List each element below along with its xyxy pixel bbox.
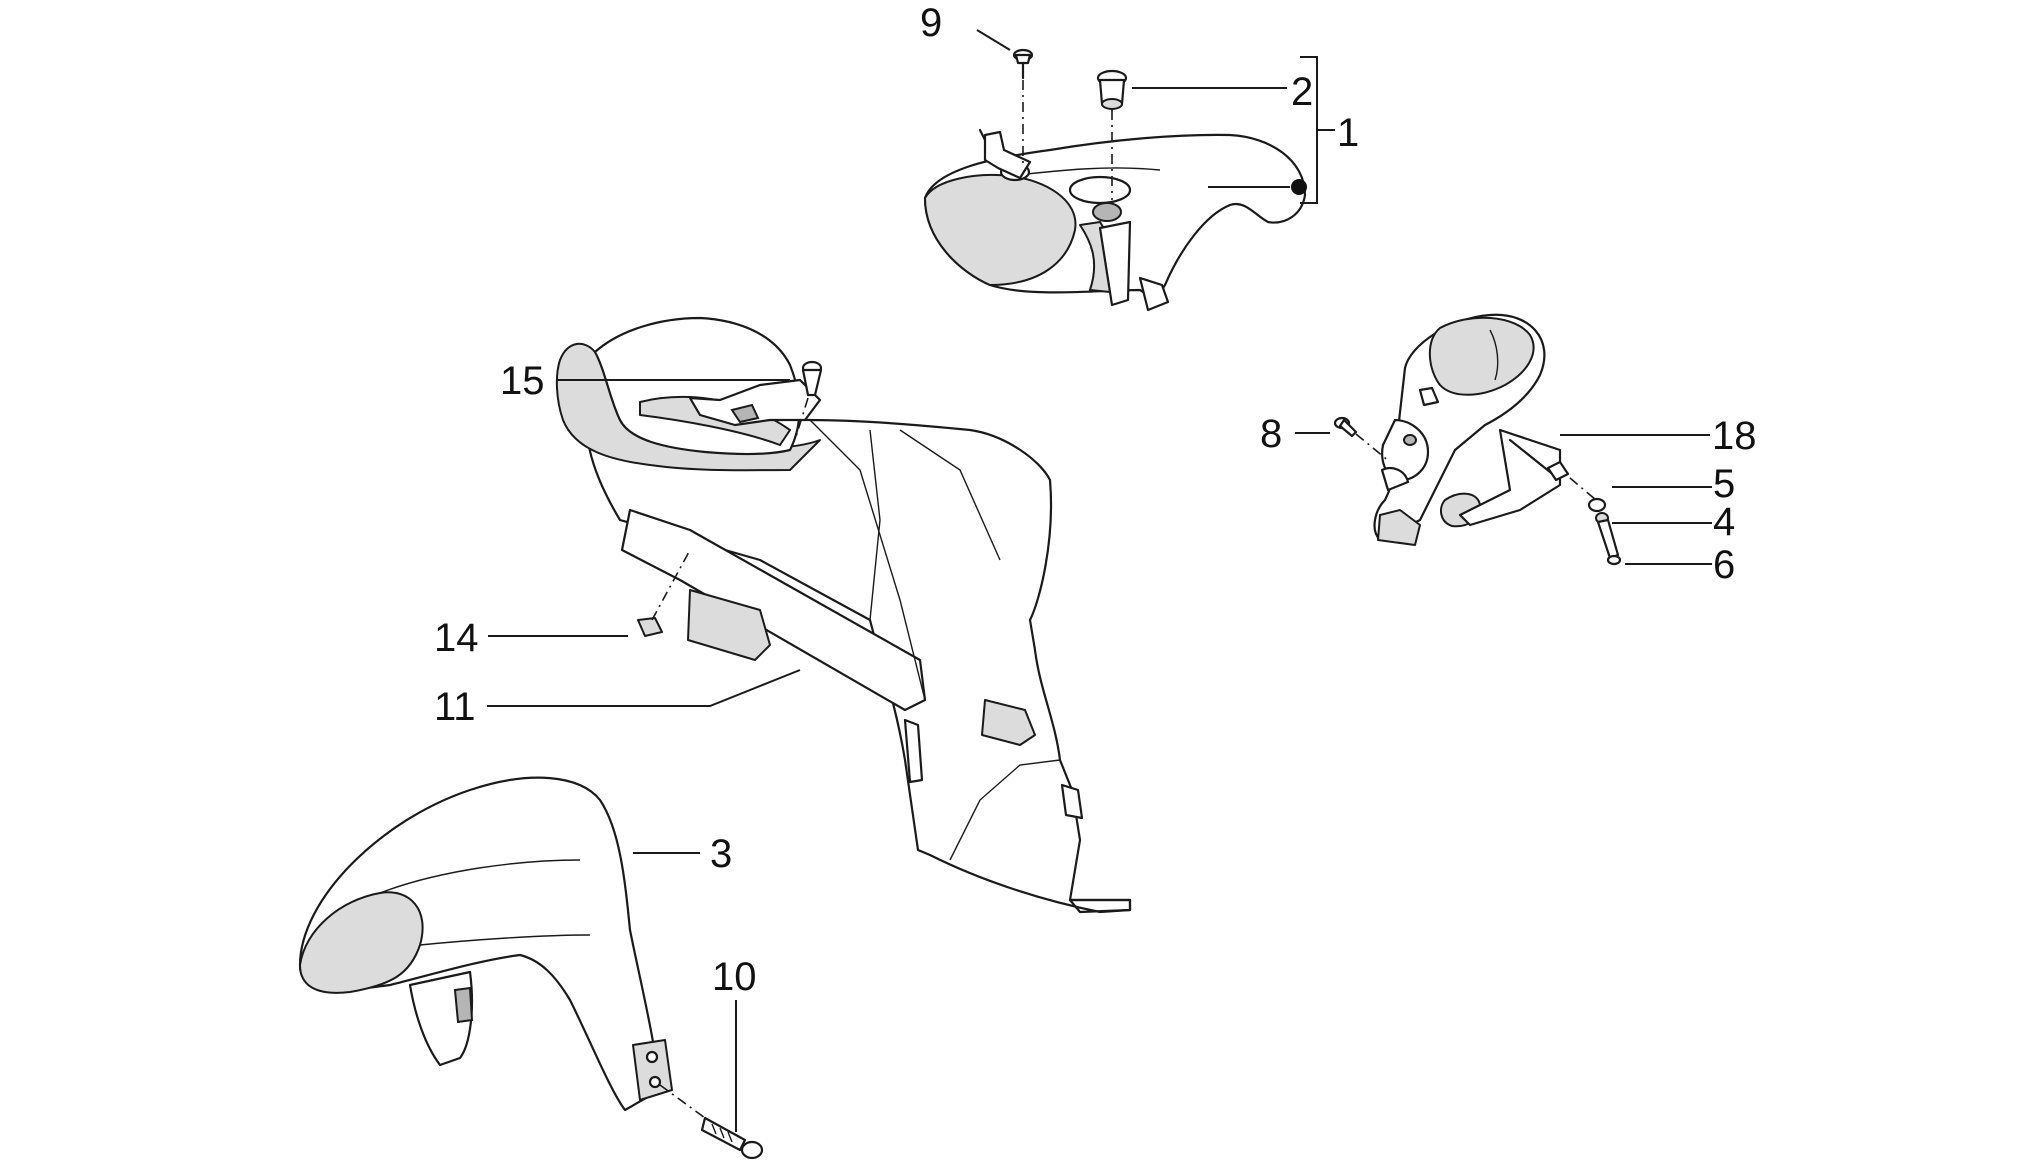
bolt-part-6 [1569,477,1622,566]
callout-8: 8 [1260,412,1282,456]
callout-6: 6 [1713,543,1735,587]
leader-lines [487,29,1712,1132]
screw-part-10 [659,1084,764,1160]
callout-14: 14 [434,616,479,660]
screw-part-15 [794,360,823,441]
callout-5: 5 [1713,462,1735,506]
callout-2: 2 [1291,70,1313,114]
screw-part-8 [1333,416,1391,463]
callout-18: 18 [1712,414,1757,458]
leader-11 [487,669,801,707]
callout-9: 9 [920,1,942,45]
leader-9 [976,29,1011,51]
screw-part-9 [1012,48,1034,168]
washer-part-5 [1587,497,1607,513]
callout-10: 10 [712,955,757,999]
callout-4: 4 [1713,500,1735,544]
front-mudguard-part-3 [298,776,673,1112]
headlight-housing-part-18 [1373,313,1570,546]
assembly-dot [1291,179,1307,195]
callout-15: 15 [500,359,545,403]
callout-1: 1 [1337,111,1359,155]
top-cover-part-1 [923,128,1307,312]
grommet-part-2 [1096,69,1128,200]
callout-labels: 9 2 1 15 8 18 5 4 6 14 11 3 10 [434,1,1757,999]
callout-3: 3 [710,832,732,876]
callout-11: 11 [434,685,476,729]
inner-shield-part-11 [555,316,1132,914]
clip-part-14 [637,549,691,637]
